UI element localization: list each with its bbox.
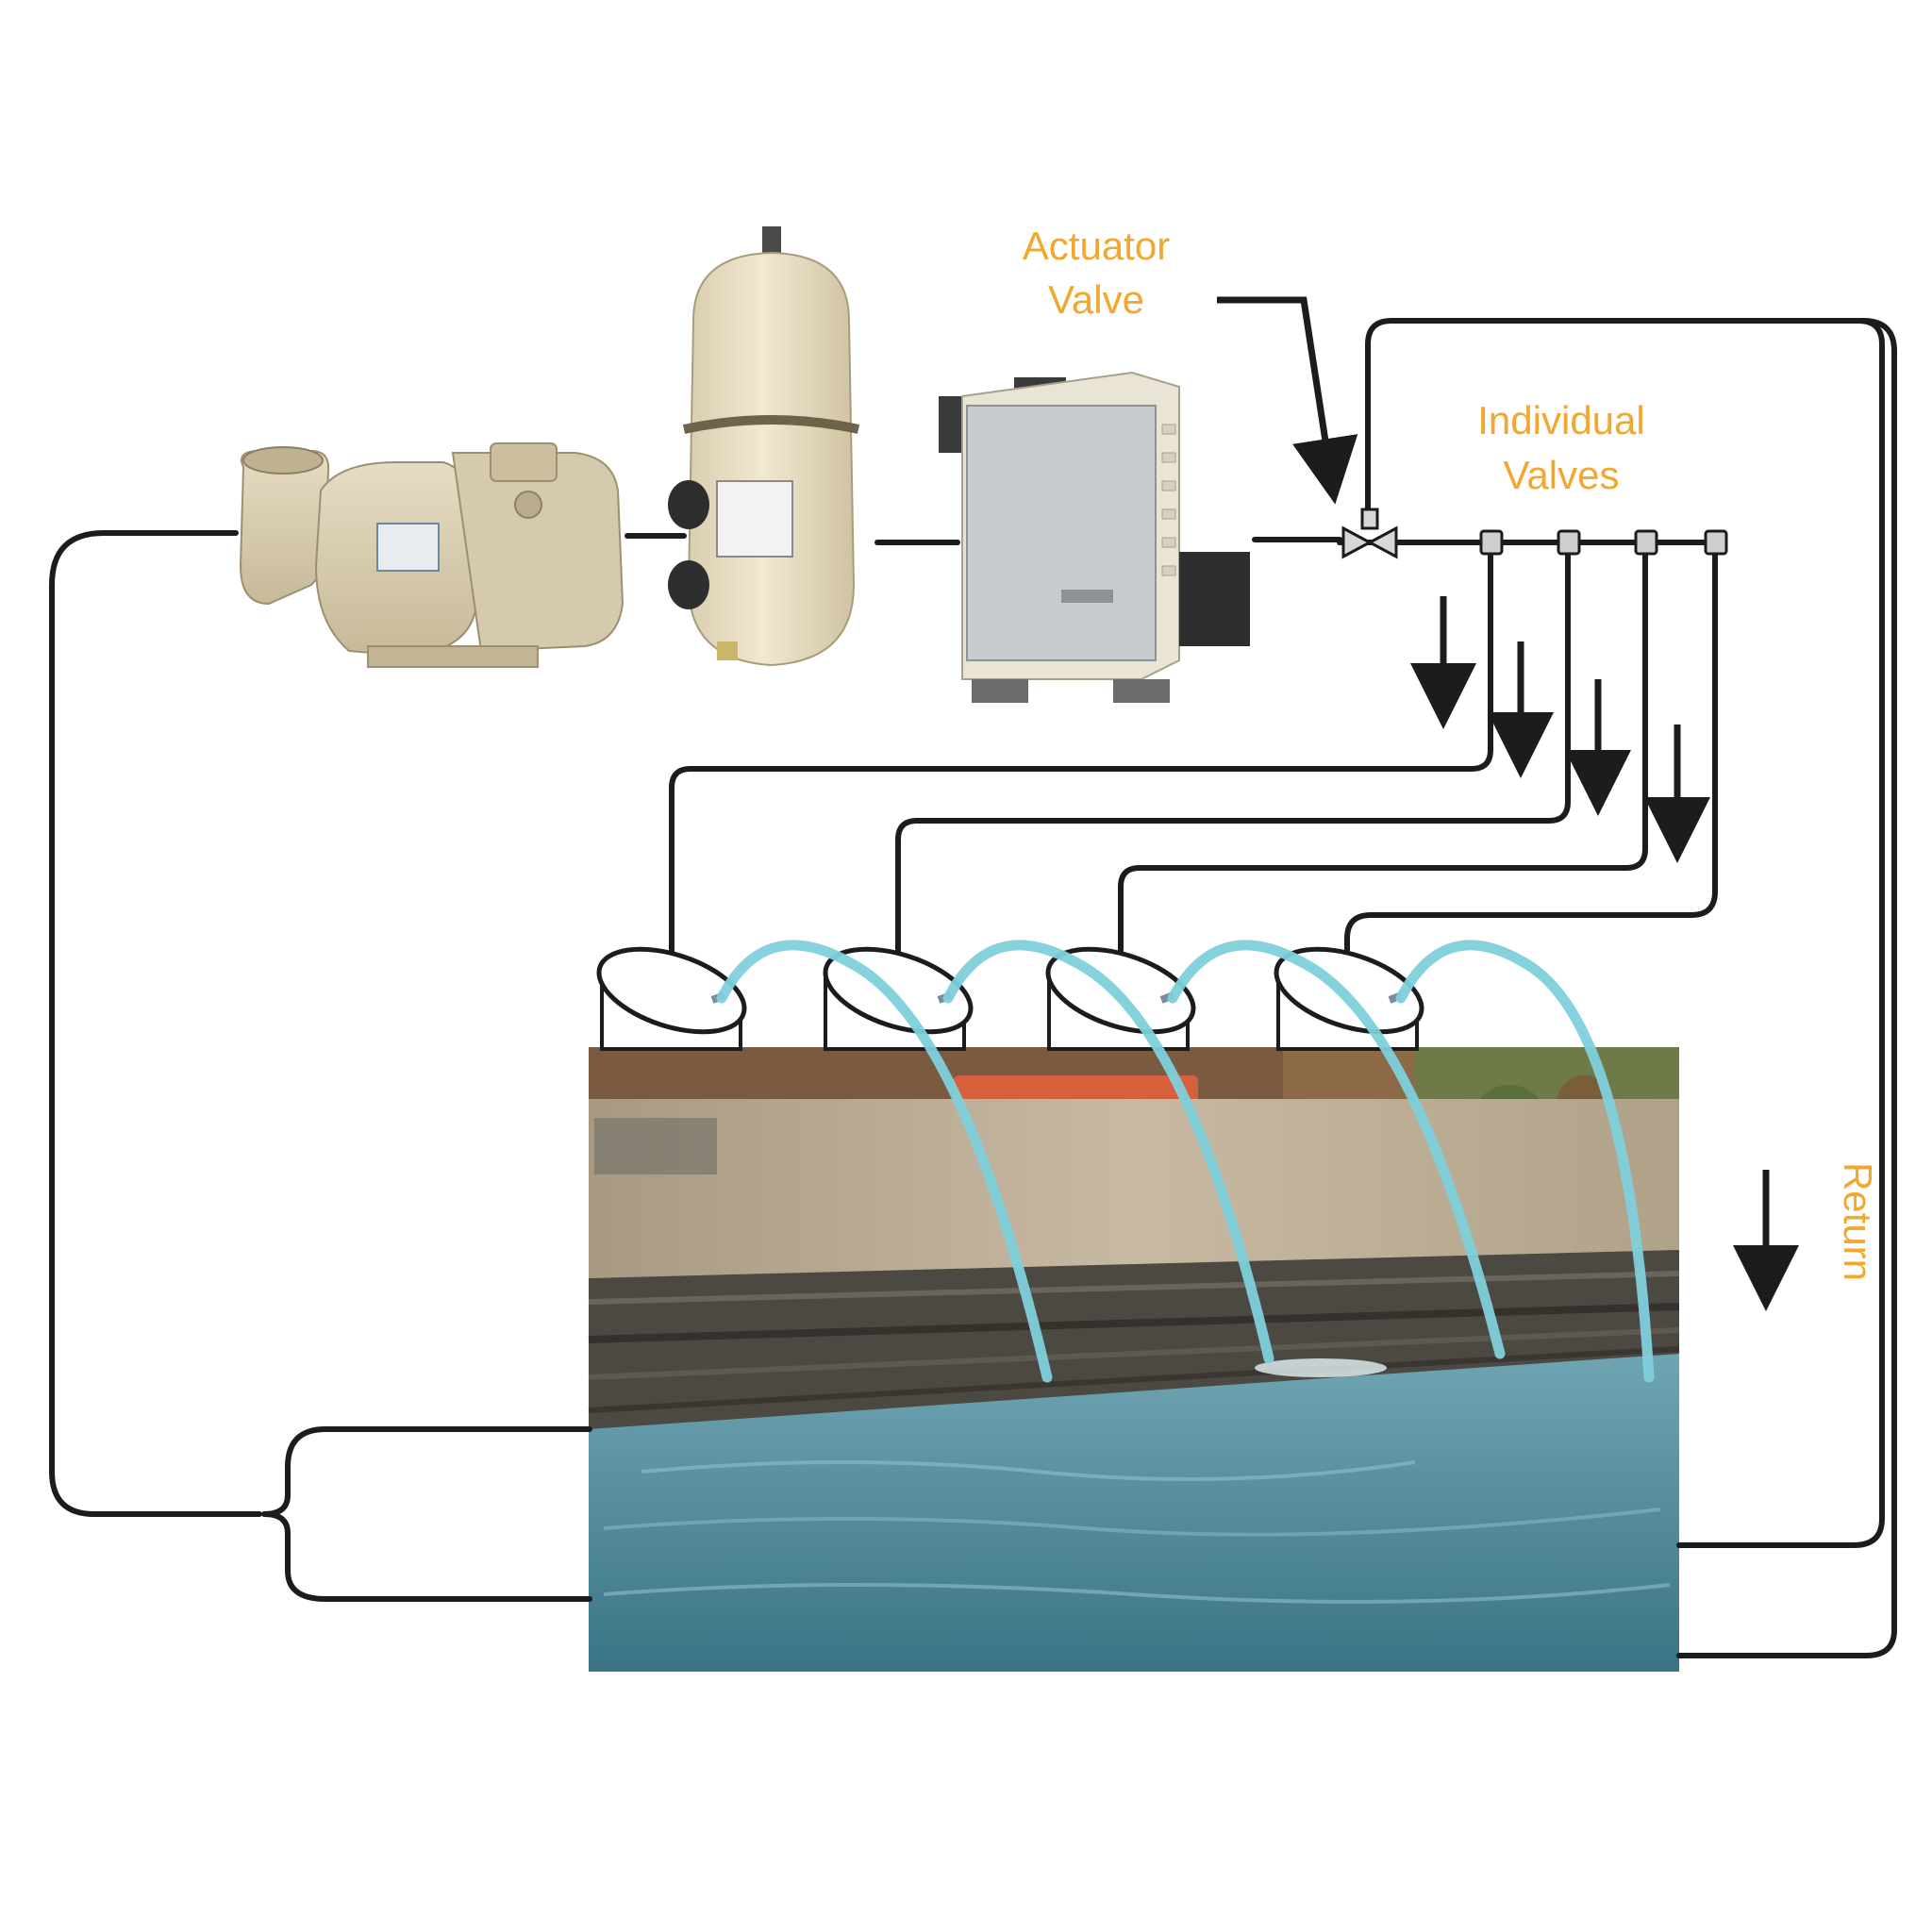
- filter-gauge-panel: [716, 480, 793, 558]
- pipe-return-outer: [1676, 318, 1897, 1658]
- pipe-return-inner: [1365, 318, 1885, 1548]
- spa-edge: [594, 1118, 717, 1174]
- water-arc-3: [1167, 940, 1506, 1359]
- pump-drive: [490, 442, 558, 482]
- pump-motor: [451, 452, 625, 653]
- scuppers: [596, 940, 1655, 1383]
- scupper-1: [596, 946, 747, 1051]
- heater-front-panel: [966, 405, 1157, 661]
- water-arc-1: [716, 940, 1053, 1383]
- pipe-pump-suction: [49, 530, 262, 1517]
- heater-ports: [1179, 552, 1250, 646]
- labels: Actuator Valve Individual Valves Return: [1023, 224, 1880, 1281]
- individual-label-line2: Valves: [1504, 453, 1620, 497]
- splash: [1255, 1358, 1387, 1377]
- individual-label-line1: Individual: [1477, 398, 1644, 442]
- water-arc-2: [942, 940, 1274, 1364]
- return-label: Return: [1836, 1162, 1880, 1281]
- scupper-4: [1274, 946, 1424, 1051]
- pool-deck: [589, 1099, 1679, 1283]
- heater: [939, 371, 1250, 703]
- filter-clamp: [682, 415, 860, 434]
- actuator-label-line1: Actuator: [1023, 224, 1170, 268]
- pool-water: [589, 1354, 1679, 1672]
- filter-tank: [687, 251, 856, 667]
- filter-air-relief: [762, 226, 781, 255]
- valve-1: [1479, 529, 1504, 556]
- valve-fittings: [1479, 529, 1728, 556]
- actuator-pointer-arrow: [1217, 296, 1358, 505]
- pump-lid: [242, 446, 324, 475]
- actuator-label-line2: Valve: [1048, 277, 1144, 322]
- pump-panel: [376, 523, 440, 572]
- pipe-descent-4: [1344, 540, 1718, 960]
- pool-photo: [588, 1047, 1680, 1672]
- water-arcs: [716, 940, 1655, 1383]
- heater-foot-right: [1113, 679, 1170, 703]
- valve-3: [1634, 529, 1658, 556]
- actuator-valve: [1341, 508, 1398, 559]
- valve-4: [1704, 529, 1728, 556]
- pump-base: [367, 645, 539, 668]
- pump: [239, 442, 625, 668]
- filter-port-upper: [668, 480, 709, 529]
- filter: [668, 226, 860, 667]
- filter-drain: [717, 641, 738, 660]
- flow-arrows: [1217, 296, 1799, 1311]
- heater-badge: [1061, 590, 1113, 603]
- filter-port-lower: [668, 560, 709, 609]
- heater-foot-left: [972, 679, 1028, 703]
- scupper-bowl-icon: [596, 946, 747, 1035]
- valve-2: [1557, 529, 1581, 556]
- pipe-pool-drains: [261, 1426, 592, 1602]
- pipe-descent-3: [1118, 540, 1648, 960]
- water-arc-4: [1395, 940, 1655, 1383]
